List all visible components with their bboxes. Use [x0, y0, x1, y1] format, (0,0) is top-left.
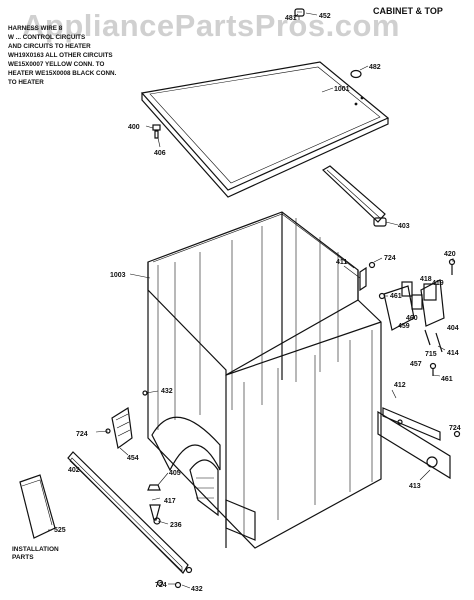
top-panel-part: [140, 61, 390, 198]
part-label-236: 236: [170, 522, 182, 529]
harness-note: HARNESS WIRE 8 W ... CONTROL CIRCUITS AN…: [8, 24, 183, 87]
part-label-420: 420: [444, 251, 456, 258]
diagram-title: CABINET & TOP: [373, 6, 443, 16]
part-label-405: 405: [169, 470, 181, 477]
part-label-419: 419: [432, 280, 444, 287]
bottom-rail-412-part: [377, 407, 461, 480]
part-label-412: 412: [394, 382, 406, 389]
part-label-461: 461: [390, 293, 402, 300]
part-label-404: 404: [447, 325, 459, 332]
part-label-452: 452: [319, 13, 331, 20]
part-label-411: 411: [336, 259, 347, 266]
part-label-457: 457: [410, 361, 422, 368]
part-label-417: 417: [164, 498, 176, 505]
toe-kick-402-part: [67, 451, 189, 574]
part-label-715: 715: [425, 351, 437, 358]
installation-parts-bag: [19, 474, 56, 539]
installation-parts-label: INSTALLATION PARTS: [12, 546, 59, 562]
installation-label-line: PARTS: [12, 554, 34, 561]
part-label-414: 414: [447, 350, 459, 357]
part-label-724: 724: [449, 425, 461, 432]
part-label-406: 406: [154, 150, 166, 157]
part-number-labels: 481 452 482 1001 400 406 403 1003 411 72…: [54, 13, 461, 593]
part-label-724: 724: [155, 582, 167, 589]
part-label-400: 400: [128, 124, 140, 131]
note-line: WE15X0007 YELLOW CONN. TO: [8, 61, 105, 68]
part-label-432: 432: [191, 586, 203, 593]
part-label-525: 525: [54, 527, 66, 534]
part-label-413: 413: [409, 483, 421, 490]
trim-strip-403-part: [322, 165, 387, 227]
part-label-1001: 1001: [334, 86, 350, 93]
part-label-461: 461: [441, 376, 453, 383]
part-label-482: 482: [369, 64, 381, 71]
top-hinge-part: [294, 8, 362, 79]
control-switch-parts: [359, 258, 456, 376]
part-label-402: 402: [68, 467, 80, 474]
note-line: AND CIRCUITS TO HEATER: [8, 43, 91, 50]
clip-400-part: [152, 124, 161, 139]
note-line: HEATER WE15X0008 BLACK CONN.: [8, 70, 117, 77]
bracket-454-part: [105, 390, 148, 450]
part-label-724: 724: [384, 255, 396, 262]
leader-lines: [48, 12, 454, 589]
note-line: WH19X0163 ALL OTHER CIRCUITS: [8, 52, 113, 59]
note-line: TO HEATER: [8, 79, 44, 86]
part-label-1003: 1003: [110, 272, 126, 279]
part-label-724: 724: [76, 431, 88, 438]
part-label-454: 454: [127, 455, 139, 462]
cabinet-part: [147, 211, 382, 549]
note-line: HARNESS WIRE 8: [8, 25, 63, 32]
part-label-432: 432: [161, 388, 173, 395]
part-label-418: 418: [420, 276, 432, 283]
part-label-460: 460: [406, 315, 418, 322]
part-label-481: 481: [285, 15, 297, 22]
part-label-403: 403: [398, 223, 410, 230]
small-hardware-parts: [147, 484, 193, 589]
note-line: W ... CONTROL CIRCUITS: [8, 34, 86, 41]
part-label-459: 459: [398, 323, 410, 330]
installation-label-line: INSTALLATION: [12, 546, 59, 553]
